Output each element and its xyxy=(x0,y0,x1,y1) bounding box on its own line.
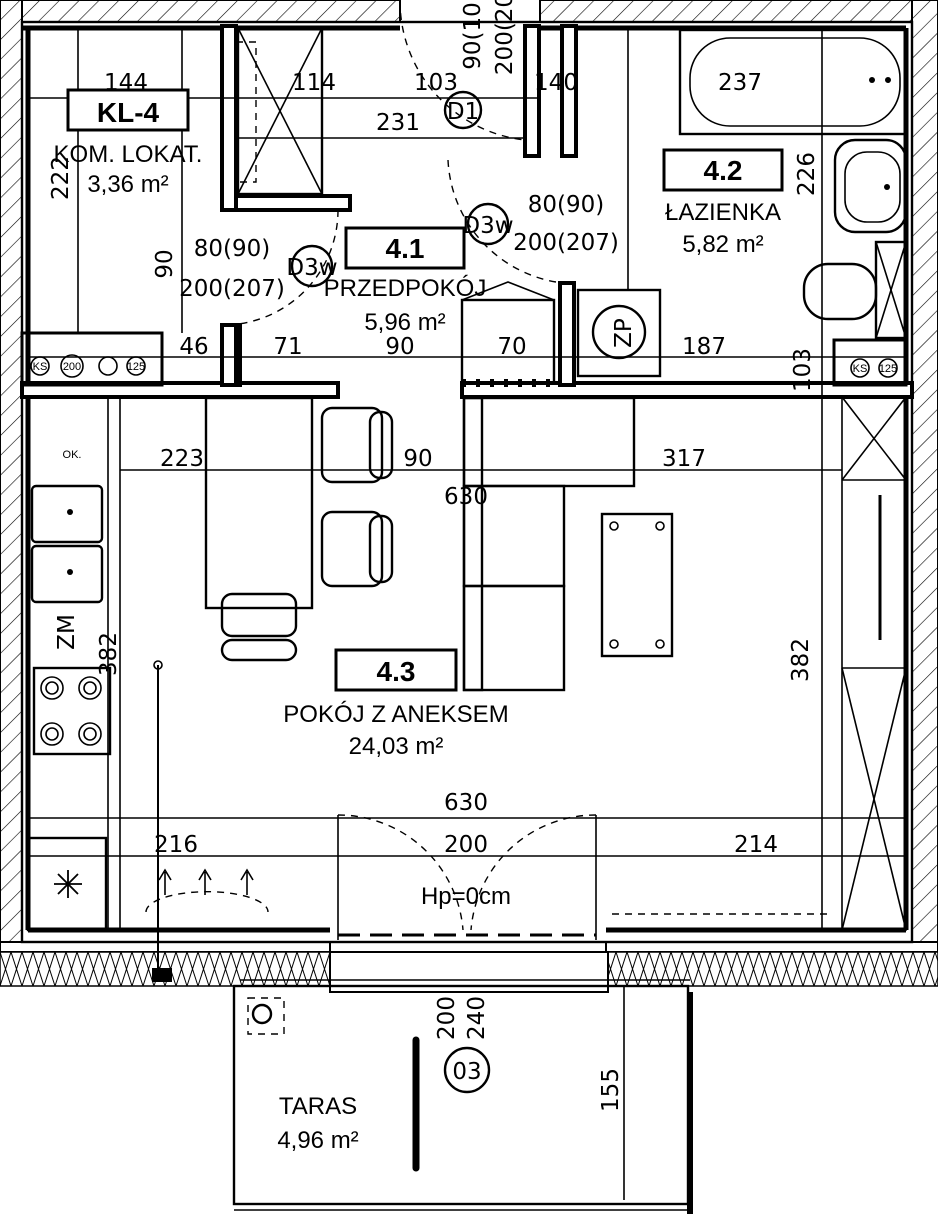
room-terrace-area: 4,96 m² xyxy=(277,1127,358,1154)
dim-223: 223 xyxy=(160,446,204,472)
dim-90-vertical: 90 xyxy=(152,249,178,278)
dim-237: 237 xyxy=(718,70,762,96)
room-kl-tag: KL-4 xyxy=(97,97,160,128)
fridge-label: ZM xyxy=(54,614,80,650)
door-d3w-right-tag: D3w xyxy=(462,213,513,239)
terrace xyxy=(232,984,693,1214)
vent-125-right-label: 125 xyxy=(879,363,897,375)
dimension-labels: 144 114 103 231 140 237 46 71 90 70 187 … xyxy=(48,70,820,1112)
room-hall-name: PRZEDPOKÓJ xyxy=(324,275,487,302)
door-d3w-left-tag: D3w xyxy=(286,255,337,281)
dim-70: 70 xyxy=(497,334,526,360)
door-d1: D1 90(10 200(20 xyxy=(443,0,518,130)
kitchen-counter: ZM xyxy=(26,396,121,932)
window-ok-label: OK. xyxy=(63,449,82,461)
bathtub xyxy=(678,28,908,136)
dim-382-right: 382 xyxy=(788,638,814,682)
dim-630-lower: 630 xyxy=(444,790,488,816)
door-d3w-left-height: 200(207) xyxy=(179,276,285,302)
dim-103-vertical: 103 xyxy=(790,348,816,392)
room-living-tag: 4.3 xyxy=(377,656,416,687)
dim-226: 226 xyxy=(794,152,820,196)
dim-317: 317 xyxy=(662,446,706,472)
sofa xyxy=(462,396,636,692)
threshold-label: Hp=0cm xyxy=(421,883,511,910)
door-d1-height: 200(20 xyxy=(492,0,518,75)
room-bath-area: 5,82 m² xyxy=(682,231,763,258)
vent-125-label: 125 xyxy=(127,361,145,373)
dim-46: 46 xyxy=(179,334,208,360)
door-03-height: 240 xyxy=(464,996,490,1040)
room-living-area: 24,03 m² xyxy=(349,733,444,760)
dim-231: 231 xyxy=(376,110,420,136)
door-d3w-right: D3w 80(90) 200(207) xyxy=(462,192,618,256)
dim-90-hall: 90 xyxy=(385,334,414,360)
interior-walls xyxy=(20,24,914,399)
vent-200-label: 200 xyxy=(63,361,81,373)
dim-114: 114 xyxy=(292,70,336,96)
room-bath-tag: 4.2 xyxy=(704,155,743,186)
washbasin xyxy=(833,138,908,234)
washing-machine: ZP xyxy=(576,288,662,378)
dim-222: 222 xyxy=(48,156,74,200)
room-hall-tag: 4.1 xyxy=(386,233,425,264)
door-d3w-left: D3w 80(90) 200(207) xyxy=(179,236,337,302)
room-bath-name: ŁAZIENKA xyxy=(665,199,781,226)
dining-set xyxy=(204,396,394,662)
room-terrace: TARAS 4,96 m² xyxy=(277,1093,358,1154)
dim-630-upper: 630 xyxy=(444,484,488,510)
dim-155: 155 xyxy=(598,1068,624,1112)
dim-140: 140 xyxy=(534,70,578,96)
room-living: 4.3 POKÓJ Z ANEKSEM 24,03 m² xyxy=(283,648,509,760)
doors xyxy=(224,0,690,981)
coffee-table xyxy=(600,512,674,658)
door-d3w-left-width: 80(90) xyxy=(194,236,270,262)
room-hall: 4.1 PRZEDPOKÓJ 5,96 m² xyxy=(324,226,487,336)
dim-382-left: 382 xyxy=(96,632,122,676)
toilet xyxy=(802,240,908,340)
dim-90-living: 90 xyxy=(403,446,432,472)
dim-144: 144 xyxy=(104,70,148,96)
washer-label: ZP xyxy=(611,318,637,348)
room-kl: KL-4 KOM. LOKAT. 3,36 m² xyxy=(54,88,203,198)
dim-216: 216 xyxy=(154,832,198,858)
room-kl-name: KOM. LOKAT. xyxy=(54,141,203,168)
door-03: 03 200 240 xyxy=(434,996,491,1094)
living-wardrobe xyxy=(841,396,907,931)
vents-right: KS 125 xyxy=(850,358,898,378)
door-d1-tag: D1 xyxy=(447,99,479,125)
room-bath: 4.2 ŁAZIENKA 5,82 m² xyxy=(662,148,784,258)
dim-71: 71 xyxy=(273,334,302,360)
dimension-lines xyxy=(28,28,906,1200)
dim-200: 200 xyxy=(444,832,488,858)
dim-187: 187 xyxy=(682,334,726,360)
door-d1-width: 90(10 xyxy=(460,2,486,70)
room-hall-area: 5,96 m² xyxy=(364,309,445,336)
heating-marks xyxy=(145,660,832,982)
vent-ks-right-label: KS xyxy=(853,363,868,375)
dim-103: 103 xyxy=(414,70,458,96)
vent-ks-label: KS xyxy=(33,361,48,373)
door-03-width: 200 xyxy=(434,996,460,1040)
wardrobe xyxy=(235,26,324,196)
door-d3w-right-height: 200(207) xyxy=(513,230,619,256)
hall-shoe-cabinet xyxy=(460,281,556,387)
vents-left: KS 200 125 xyxy=(30,354,146,378)
door-d3w-right-width: 80(90) xyxy=(528,192,604,218)
door-03-tag: 03 xyxy=(452,1059,481,1085)
dim-214: 214 xyxy=(734,832,778,858)
room-living-name: POKÓJ Z ANEKSEM xyxy=(283,701,508,728)
room-kl-area: 3,36 m² xyxy=(87,171,168,198)
room-terrace-name: TARAS xyxy=(279,1093,357,1120)
